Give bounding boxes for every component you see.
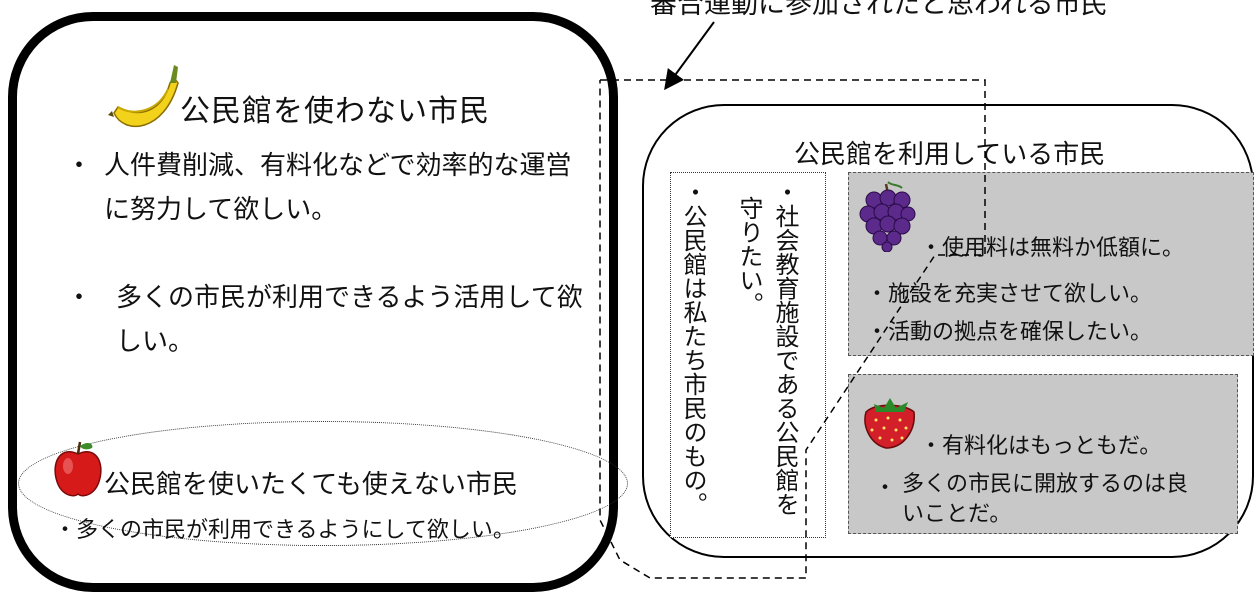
grape-line-3: ・活動の拠点を確保したい。: [866, 320, 1153, 345]
nonusers-bullet-2: 多くの市民が利用できるよう活用して欲しい。: [116, 283, 583, 357]
bullet-mark: ・: [66, 151, 93, 181]
grape-line-2: ・施設を充実させて欲しい。: [866, 282, 1153, 307]
nonusers-heading: 公民館を使わない市民: [180, 94, 490, 129]
callout-label: 審合運動に参加されたと思われる市民: [650, 0, 1108, 20]
apple-icon: [54, 441, 102, 497]
banana-icon: [108, 65, 179, 128]
bullet-mark: ・: [66, 283, 93, 313]
strawberry-line-2: 多くの市民に開放するのは良いことだ。: [902, 472, 1189, 527]
nonusers-bullet-1: 人件費削減、有料化などで効率的な運営に努力して欲しい。: [104, 151, 572, 225]
blocked-heading: 公民館を使いたくても使えない市民: [104, 470, 518, 500]
vertical-line-3: ・公民館は私たち市民のもの。: [679, 180, 707, 516]
vertical-line-1: ・社会教育施設である公民館を: [771, 180, 799, 516]
bullet-mark: ・: [874, 476, 897, 501]
strawberry-line-1: ・有料化はもっともだ。: [920, 434, 1162, 459]
grape-icon: [859, 181, 916, 252]
blocked-bullet: ・多くの市民が利用できるようにして欲しい。: [54, 518, 515, 543]
grape-line-1: ・使用料は無料か低額に。: [920, 236, 1185, 261]
users-heading: 公民館を利用している市民: [794, 140, 1106, 170]
vertical-line-2: 守りたい。: [735, 196, 763, 316]
callout-arrow: [664, 21, 715, 91]
strawberry-icon: [864, 398, 915, 449]
